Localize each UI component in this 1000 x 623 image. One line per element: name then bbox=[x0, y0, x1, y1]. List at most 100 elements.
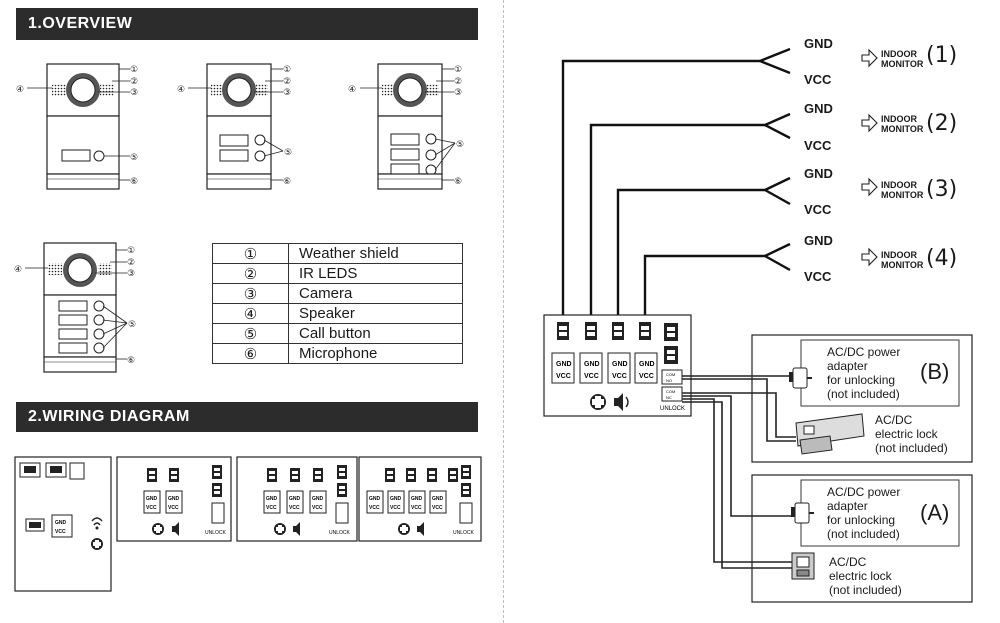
callout-6: ⑥ bbox=[130, 176, 138, 186]
lock-text-line: electric lock bbox=[875, 427, 938, 441]
monitor-label-line1: INDOOR bbox=[881, 49, 917, 59]
callout-6: ⑥ bbox=[283, 176, 291, 186]
callout-4: ④ bbox=[14, 264, 22, 274]
legend-number: ② bbox=[212, 263, 289, 284]
lock-text-line: electric lock bbox=[829, 569, 892, 583]
terminal-vcc: VCC bbox=[390, 505, 401, 511]
monitor-4-gnd-label: GND bbox=[804, 233, 833, 248]
legend-number: ④ bbox=[212, 303, 289, 324]
monitor-label-line2: MONITOR bbox=[881, 260, 924, 270]
door-station-1-button bbox=[46, 63, 120, 190]
terminal-vcc: VCC bbox=[55, 529, 66, 535]
lock-b-letter: (B) bbox=[920, 359, 950, 384]
monitor-1-number: (1) bbox=[926, 43, 958, 68]
legend-label: Call button bbox=[288, 323, 463, 344]
lock-a-adapter-text: AC/DC power adapter for unlocking (not i… bbox=[827, 485, 900, 541]
terminal-vcc: VCC bbox=[146, 505, 157, 511]
adapter-text-line: AC/DC power bbox=[827, 345, 901, 359]
adapter-text-line: for unlocking bbox=[827, 373, 896, 387]
terminal-vcc: VCC bbox=[168, 505, 179, 511]
legend-label: Speaker bbox=[288, 303, 463, 324]
terminal-gnd: GND bbox=[369, 496, 381, 502]
callout-3: ③ bbox=[283, 87, 291, 97]
monitor-2-vcc-label: VCC bbox=[804, 138, 832, 153]
overview-section-title: 1.OVERVIEW bbox=[16, 8, 478, 40]
callout-2: ② bbox=[454, 76, 462, 86]
arrow-right-icon bbox=[861, 177, 878, 197]
monitor-3-vcc-label: VCC bbox=[804, 202, 832, 217]
terminal-com: COM bbox=[666, 389, 675, 394]
lock-wires bbox=[682, 375, 796, 569]
lock-b-adapter-text: AC/DC power adapter for unlocking (not i… bbox=[827, 345, 900, 401]
unlock-label: UNLOCK bbox=[453, 530, 475, 536]
wiring-board-4-monitors: GND VCC GND VCC GND VCC GND VCC UNLOCK bbox=[358, 456, 482, 542]
adapter-text-line: adapter bbox=[827, 359, 868, 373]
legend-number: ③ bbox=[212, 283, 289, 304]
overview-drawings: ① ② ③ ④ ⑤ ⑥ ① ② ③ ④ ⑤ ⑥ ① ② ③ ④ ⑤ ⑥ ① ② … bbox=[14, 63, 464, 373]
monitor-label-line1: INDOOR bbox=[881, 250, 917, 260]
power-adapter-icon bbox=[791, 502, 814, 524]
legend-number: ⑥ bbox=[212, 343, 289, 364]
terminal-vcc: VCC bbox=[612, 373, 627, 380]
terminal-nc: NC bbox=[666, 395, 672, 400]
lock-text-line: AC/DC bbox=[875, 413, 913, 427]
monitor-2-number: (2) bbox=[926, 111, 958, 136]
electric-lock-icon bbox=[795, 413, 865, 455]
terminal-gnd: GND bbox=[55, 520, 67, 526]
wiring-board-3-monitors: GND VCC GND VCC GND VCC UNLOCK bbox=[236, 456, 358, 542]
column-divider bbox=[503, 0, 504, 623]
adapter-text-line: (not included) bbox=[827, 527, 900, 541]
callout-1: ① bbox=[283, 64, 291, 74]
unlock-label: UNLOCK bbox=[205, 530, 227, 536]
monitor-1-vcc-label: VCC bbox=[804, 72, 832, 87]
monitor-arrows bbox=[861, 48, 878, 267]
adapter-text-line: (not included) bbox=[827, 387, 900, 401]
terminal-gnd: GND bbox=[289, 496, 301, 502]
terminal-no: NO bbox=[666, 378, 672, 383]
terminal-vcc: VCC bbox=[369, 505, 380, 511]
terminal-gnd: GND bbox=[390, 496, 402, 502]
terminal-vcc: VCC bbox=[432, 505, 443, 511]
arrow-right-icon bbox=[861, 113, 878, 133]
terminal-com: COM bbox=[666, 372, 675, 377]
callout-1: ① bbox=[454, 64, 462, 74]
adapter-text-line: adapter bbox=[827, 499, 868, 513]
monitor-label-line1: INDOOR bbox=[881, 114, 917, 124]
terminal-vcc: VCC bbox=[639, 373, 654, 380]
callout-2: ② bbox=[283, 76, 291, 86]
door-station-2-buttons bbox=[206, 63, 272, 190]
terminal-vcc: VCC bbox=[411, 505, 422, 511]
arrow-right-icon bbox=[861, 247, 878, 267]
wiring-section-title: 2.WIRING DIAGRAM bbox=[16, 402, 478, 432]
callout-1: ① bbox=[130, 64, 138, 74]
adapter-text-line: for unlocking bbox=[827, 513, 896, 527]
legend-number: ① bbox=[212, 243, 289, 264]
callout-3: ③ bbox=[454, 87, 462, 97]
monitor-label-line2: MONITOR bbox=[881, 190, 924, 200]
door-station-3-buttons bbox=[377, 63, 443, 190]
terminal-gnd: GND bbox=[612, 361, 628, 368]
monitor-4-number: (4) bbox=[926, 246, 958, 271]
callout-4: ④ bbox=[16, 84, 24, 94]
terminal-vcc: VCC bbox=[584, 373, 599, 380]
monitor-3-number: (3) bbox=[926, 177, 958, 202]
terminal-gnd: GND bbox=[312, 496, 324, 502]
monitor-wires bbox=[561, 47, 791, 330]
monitor-1-gnd-label: GND bbox=[804, 36, 833, 51]
terminal-gnd: GND bbox=[266, 496, 278, 502]
lock-b-lock-text: AC/DC electric lock (not included) bbox=[875, 413, 948, 455]
terminal-gnd: GND bbox=[411, 496, 423, 502]
callout-numbers: ① ② ③ ④ ⑤ ⑥ ① ② ③ ④ ⑤ ⑥ ① ② ③ ④ ⑤ ⑥ ① ② … bbox=[14, 64, 464, 365]
legend-label: Microphone bbox=[288, 343, 463, 364]
power-adapter-icon bbox=[789, 367, 812, 389]
monitor-3-gnd-label: GND bbox=[804, 166, 833, 181]
callout-6: ⑥ bbox=[127, 355, 135, 365]
callout-5: ⑤ bbox=[456, 139, 464, 149]
adapter-text-line: AC/DC power bbox=[827, 485, 901, 499]
callout-6: ⑥ bbox=[454, 176, 462, 186]
wiring-board-back: GND VCC bbox=[14, 456, 112, 592]
